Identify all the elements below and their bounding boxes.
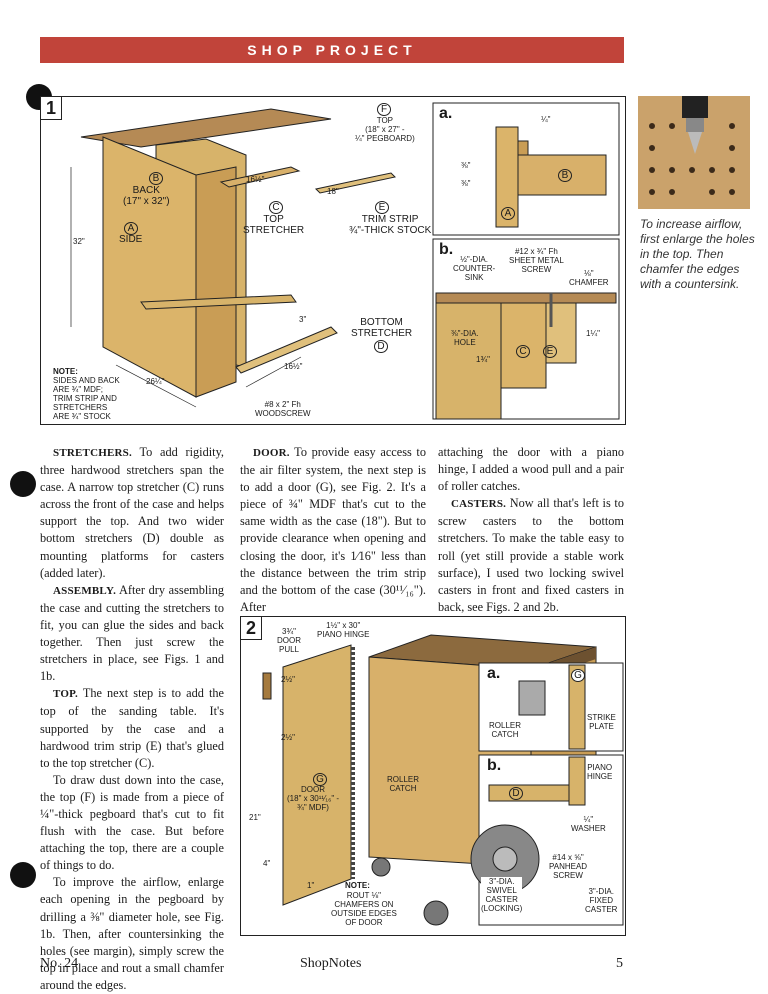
note-text: SIDES AND BACK ARE ¾" MDF; TRIM STRIP AN… (53, 376, 120, 421)
top-stretcher-label: TOP STRETCHER (243, 214, 305, 236)
chamfer-label: ⅛" CHAMFER (569, 269, 609, 287)
note-text: ROUT ⅛" CHAMFERS ON OUTSIDE EDGES OF DOO… (331, 891, 397, 927)
figure-number: 2 (241, 617, 262, 640)
piano-hinge-detail-label: PIANO HINGE (587, 763, 613, 781)
countersink-label: ½"-DIA. COUNTER- SINK (453, 255, 496, 282)
dim-bottom: 16½" (284, 362, 303, 371)
countersink-photo (638, 96, 750, 209)
back-letter: B (149, 172, 163, 185)
dim-height: 32" (73, 237, 85, 246)
panhead-screw-label: #14 x ⅝" PANHEAD SCREW (549, 853, 588, 880)
door-and-casters-drawing (262, 634, 624, 926)
dim-134: 1¾" (476, 355, 490, 364)
stretcher-letter: C (269, 201, 283, 214)
dim-114: 1¼" (586, 329, 600, 338)
door-letter: G (313, 773, 327, 786)
back-label: BACK (17" x 32") (123, 185, 170, 207)
trim-strip-label: TRIM STRIP ¾"-THICK STOCK (349, 214, 432, 236)
dim-3: 3" (299, 315, 307, 324)
top-label: TOP (18" x 27" - ¼" PEGBOARD) (355, 116, 415, 143)
paragraph: To provide easy access to the air filter… (240, 445, 426, 614)
subhead-casters: CASTERS. (451, 498, 507, 511)
subhead-stretchers: STRETCHERS. (53, 447, 132, 459)
piano-hinge-label: 1½" x 30" PIANO HINGE (317, 621, 370, 639)
subhead-top: TOP. (53, 688, 78, 701)
trim-letter: E (375, 201, 389, 214)
sheet-metal-screw-label: #12 x ¾" Fh SHEET METAL SCREW (509, 247, 564, 274)
binder-hole (10, 862, 36, 888)
dim-depth: 18" (327, 187, 339, 196)
paragraph: To add rigidity, three hardwood stretche… (40, 445, 224, 580)
figure-number: 1 (41, 97, 62, 120)
paragraph: To draw dust down into the case, the top… (40, 772, 224, 873)
washer-label: ¼" WASHER (571, 815, 606, 833)
detail-b-c: C (516, 345, 530, 358)
dim-21: 21" (249, 813, 261, 822)
detail-a-a: A (501, 207, 515, 220)
detail-a-dim: ⅜" (461, 161, 471, 170)
detail-a-dim: ¼" (541, 115, 551, 124)
margin-caption: To increase airflow, first enlarge the h… (640, 217, 755, 291)
subhead-door: DOOR. (253, 447, 290, 459)
detail-a-dim: ⅜" (461, 179, 471, 188)
detail-a-letter: a. (439, 105, 453, 122)
magazine-name: ShopNotes (300, 956, 362, 971)
binder-hole (10, 471, 36, 497)
dim-212: 2½" (281, 733, 295, 742)
detail-b-letter: b. (439, 241, 454, 258)
detail-a-b: B (558, 169, 572, 182)
paragraph: After dry assembling the case and cuttin… (40, 582, 224, 684)
page-number: 5 (616, 956, 623, 971)
dim-4: 4" (263, 859, 271, 868)
section-banner: SHOP PROJECT (40, 37, 624, 63)
fixed-caster-label: 3"-DIA. FIXED CASTER (585, 887, 618, 914)
side-letter: A (124, 222, 138, 235)
figure-1: 1 F TOP (18" x 27" - ¼" PEGBOARD) (40, 96, 626, 425)
note-title: NOTE: (345, 881, 370, 890)
door-label: DOOR (18" x 30¹¹⁄₁₆" - ¾" MDF) (287, 785, 340, 812)
screw-label: #8 x 2" Fh WOODSCREW (255, 400, 311, 418)
dim-width: 16½" (246, 175, 265, 184)
paragraph: attaching the door with a piano hinge, I… (438, 445, 624, 494)
detail-b-letter: b. (487, 757, 502, 774)
detail-roller-catch-label: ROLLER CATCH (489, 721, 522, 739)
figure-2: 2 3¾" DOOR PULL 1½" x 30" PIANO HINGE 2½… (240, 616, 626, 936)
note-title: NOTE: (53, 367, 78, 376)
dim-1: 1" (307, 881, 315, 890)
paragraph: The next step is to add the top of the s… (40, 686, 224, 770)
strike-plate-label: STRIKE PLATE (587, 713, 616, 731)
paragraph: To improve the airflow, enlarge each ope… (40, 875, 224, 992)
detail-a-g: G (571, 669, 585, 682)
case-exploded-drawing (70, 102, 620, 420)
subhead-assembly: ASSEMBLY. (53, 584, 117, 597)
swivel-caster-label: 3"-DIA. SWIVEL CASTER (LOCKING) (481, 877, 523, 913)
paragraph: Now all that's left is to screw casters … (438, 496, 624, 614)
side-label: SIDE (119, 234, 143, 245)
issue-number: No. 24 (40, 956, 79, 971)
detail-b-d: D (509, 787, 523, 800)
bottom-stretcher-label: BOTTOM STRETCHER (351, 317, 413, 339)
roller-catch-label: ROLLER CATCH (387, 775, 420, 793)
hole-label: ⅜"-DIA. HOLE (451, 329, 479, 347)
text-column-3: attaching the door with a piano hinge, I… (438, 444, 624, 616)
text-column-2: DOOR. To provide easy access to the air … (240, 444, 426, 616)
bottom-stretcher-letter: D (374, 340, 388, 353)
detail-a-letter: a. (487, 665, 501, 682)
door-pull-label: 3¾" DOOR PULL (277, 627, 301, 654)
detail-b-e: E (543, 345, 557, 358)
dim-212: 2½" (281, 675, 295, 684)
text-column-1: STRETCHERS. To add rigidity, three hardw… (40, 444, 224, 994)
dim-depth-26: 26¼" (146, 377, 165, 386)
